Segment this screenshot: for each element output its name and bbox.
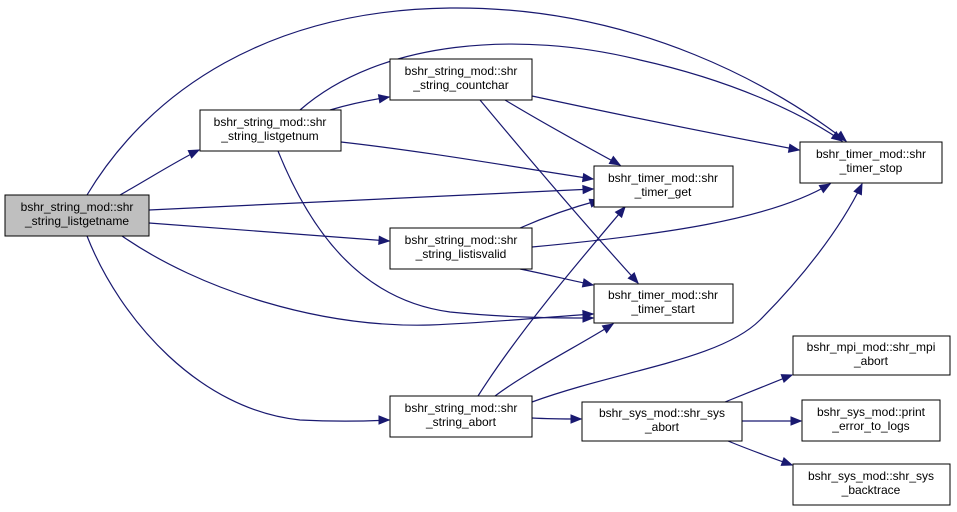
edge-line <box>504 99 621 166</box>
node-countchar-line1: bshr_string_mod::shr <box>405 64 518 78</box>
edge-listgetname-to-listisvalid <box>148 222 391 245</box>
node-listisvalid[interactable]: bshr_string_mod::shr _string_listisvalid <box>389 227 533 270</box>
edge-listgetnum-to-countchar <box>329 94 391 111</box>
edge-countchar-to-timer-get <box>504 99 622 166</box>
edge-listgetname-to-timer-get <box>148 184 595 211</box>
node-listisvalid-line1: bshr_string_mod::shr <box>405 233 518 247</box>
node-string-abort-line1: bshr_string_mod::shr <box>405 401 518 415</box>
arrowhead-icon <box>377 94 391 104</box>
arrowhead-icon <box>581 278 595 288</box>
node-sys-abort-line1: bshr_sys_mod::shr_sys <box>599 406 725 420</box>
node-timer-get[interactable]: bshr_timer_mod::shr _timer_get <box>593 165 734 208</box>
arrowhead-icon <box>581 172 595 183</box>
node-sys-abort[interactable]: bshr_sys_mod::shr_sys _abort <box>581 401 743 442</box>
arrowhead-icon <box>818 183 832 194</box>
node-listgetname-line1: bshr_string_mod::shr <box>21 200 134 214</box>
node-countchar-line2: _string_countchar <box>412 78 508 92</box>
edge-line <box>477 206 626 397</box>
edge-listgetname-to-string-abort <box>86 235 391 425</box>
edge-line <box>148 222 390 242</box>
node-sys-abort-line2: _abort <box>644 420 680 434</box>
arrowhead-icon <box>830 130 844 142</box>
edge-countchar-to-timer-start <box>479 99 639 285</box>
edge-sys-abort-to-backtrace <box>727 440 794 466</box>
edge-line <box>531 183 863 403</box>
edge-line <box>340 141 594 180</box>
node-listgetnum-line1: bshr_string_mod::shr <box>214 115 327 129</box>
edge-string-abort-to-timer-start <box>494 323 615 397</box>
arrowhead-icon <box>614 205 626 219</box>
edge-listgetname-to-timer-stop <box>86 7 848 196</box>
node-timer-stop-line2: _timer_stop <box>839 161 903 175</box>
edge-string-abort-to-sys-abort <box>531 414 583 424</box>
arrowhead-icon <box>582 184 595 195</box>
node-mpi-abort-line2: _abort <box>853 354 889 368</box>
node-string-abort-line2: _string_abort <box>425 415 497 429</box>
edge-line <box>86 235 390 422</box>
arrowhead-icon <box>582 313 595 323</box>
edge-listgetnum-to-timer-start <box>277 150 595 323</box>
node-timer-get-line1: bshr_timer_mod::shr <box>608 171 718 185</box>
node-backtrace-line2: _backtrace <box>841 483 901 497</box>
edge-listgetnum-to-timer-stop <box>299 43 844 142</box>
node-listisvalid-line2: _string_listisvalid <box>415 247 507 261</box>
node-print-error-line2: _error_to_logs <box>831 419 909 433</box>
node-timer-start-line1: bshr_timer_mod::shr <box>608 288 718 302</box>
node-print-error-line1: bshr_sys_mod::print <box>817 405 926 419</box>
arrowhead-icon <box>601 323 615 334</box>
arrowhead-icon <box>378 235 391 245</box>
edge-line <box>148 188 594 211</box>
nodes-layer: bshr_string_mod::shr _string_listgetname… <box>4 58 951 506</box>
edge-line <box>119 149 200 196</box>
edge-listisvalid-to-timer-start <box>519 268 595 288</box>
edge-line <box>531 95 800 151</box>
node-timer-get-line2: _timer_get <box>634 185 692 199</box>
node-listgetnum[interactable]: bshr_string_mod::shr _string_listgetnum <box>199 109 342 152</box>
arrowhead-icon <box>187 149 201 159</box>
edge-countchar-to-timer-stop <box>531 95 801 153</box>
edge-line <box>299 43 843 142</box>
node-timer-start[interactable]: bshr_timer_mod::shr _timer_start <box>593 283 734 324</box>
node-mpi-abort-line1: bshr_mpi_mod::shr_mpi <box>807 340 936 354</box>
edge-listisvalid-to-timer-get <box>519 198 602 229</box>
node-timer-start-line2: _timer_start <box>630 302 695 316</box>
edge-sys-abort-to-print-error <box>741 416 803 426</box>
edges-layer <box>86 7 863 466</box>
edge-string-abort-to-timer-get <box>477 205 626 397</box>
edge-sys-abort-to-mpi-abort <box>724 374 794 403</box>
edge-listisvalid-to-timer-stop <box>531 183 832 248</box>
edge-line <box>724 374 793 403</box>
node-listgetname[interactable]: bshr_string_mod::shr _string_listgetname <box>4 194 150 237</box>
arrowhead-icon <box>787 143 801 153</box>
node-backtrace-line1: bshr_sys_mod::shr_sys <box>808 469 934 483</box>
node-string-abort[interactable]: bshr_string_mod::shr _string_abort <box>389 395 533 438</box>
edge-line <box>277 150 594 319</box>
arrowhead-icon <box>780 456 794 466</box>
edge-line <box>479 99 639 284</box>
edge-line <box>494 323 614 397</box>
edge-line <box>519 268 594 286</box>
edge-string-abort-to-timer-stop <box>531 182 863 403</box>
edge-line <box>86 7 847 196</box>
arrowhead-icon <box>853 182 863 196</box>
node-listgetname-line2: _string_listgetname <box>24 214 129 228</box>
node-timer-stop[interactable]: bshr_timer_mod::shr _timer_stop <box>799 141 943 184</box>
node-countchar[interactable]: bshr_string_mod::shr _string_countchar <box>389 58 533 101</box>
arrowhead-icon <box>570 414 583 424</box>
node-print-error[interactable]: bshr_sys_mod::print _error_to_logs <box>801 399 941 442</box>
edge-listgetname-to-listgetnum <box>119 149 201 196</box>
arrowhead-icon <box>378 415 391 425</box>
node-backtrace[interactable]: bshr_sys_mod::shr_sys _backtrace <box>792 463 951 506</box>
node-listgetnum-line2: _string_listgetnum <box>220 129 318 143</box>
edge-line <box>519 199 601 229</box>
node-timer-stop-line1: bshr_timer_mod::shr <box>816 147 926 161</box>
node-mpi-abort[interactable]: bshr_mpi_mod::shr_mpi _abort <box>792 335 951 376</box>
edge-listgetnum-to-timer-get <box>340 141 595 183</box>
arrowhead-icon <box>790 416 803 426</box>
arrowhead-icon <box>627 272 639 285</box>
edge-line <box>531 183 831 248</box>
arrowhead-icon <box>608 155 622 166</box>
arrowhead-icon <box>780 374 794 384</box>
